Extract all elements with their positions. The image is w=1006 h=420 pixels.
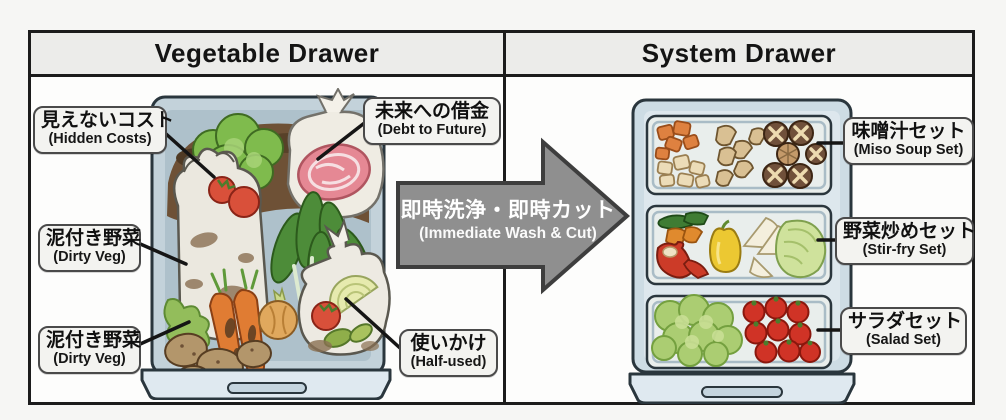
callout-jp-text: サラダセット bbox=[848, 311, 963, 332]
cherry-tomatoes bbox=[742, 296, 821, 364]
tomato bbox=[311, 301, 341, 331]
drawer-front bbox=[140, 368, 392, 400]
callout-en-text: (Debt to Future) bbox=[377, 121, 487, 138]
callout-jp-text: 味噌汁セット bbox=[851, 121, 966, 142]
stir-fry-tray-illustration bbox=[645, 204, 833, 286]
left-panel-title: Vegetable Drawer bbox=[154, 38, 380, 68]
shiitake-mushrooms bbox=[762, 120, 827, 189]
carrot-chunks bbox=[654, 120, 700, 161]
callout-jp-text: 見えないコスト bbox=[41, 110, 175, 131]
callout-half-used: 使いかけ (Half-used) bbox=[399, 329, 498, 377]
lettuce-leaves bbox=[651, 294, 743, 367]
arrow-label-en: (Immediate Wash & Cut) bbox=[419, 224, 597, 242]
callout-miso-soup-set: 味噌汁セット (Miso Soup Set) bbox=[843, 117, 974, 165]
callout-en-text: (Hidden Costs) bbox=[48, 130, 152, 147]
right-panel-header: System Drawer bbox=[503, 30, 975, 77]
callout-en-text: (Dirty Veg) bbox=[53, 248, 126, 265]
green-pepper bbox=[657, 211, 710, 230]
mushroom-slices bbox=[715, 124, 768, 187]
right-panel-title: System Drawer bbox=[641, 38, 837, 68]
callout-jp-text: 使いかけ bbox=[410, 333, 487, 354]
arrow-shape bbox=[396, 137, 631, 295]
transformation-arrow: 即時洗浄・即時カット (Immediate Wash & Cut) bbox=[394, 136, 634, 296]
yellow-pepper bbox=[709, 219, 742, 274]
red-pepper bbox=[656, 240, 710, 280]
callout-en-text: (Salad Set) bbox=[866, 331, 941, 348]
callout-jp-text: 未来への借金 bbox=[374, 101, 489, 122]
onion-illustration bbox=[258, 286, 298, 340]
callout-jp-text: 野菜炒めセット bbox=[843, 221, 977, 242]
tomato bbox=[228, 186, 260, 218]
callout-en-text: (Stir-fry Set) bbox=[862, 241, 947, 258]
drawer-handle bbox=[701, 386, 783, 398]
drawer-front bbox=[628, 372, 856, 404]
callout-salad-set: サラダセット (Salad Set) bbox=[840, 307, 967, 355]
cabbage-wedge bbox=[774, 219, 827, 279]
callout-en-text: (Half-used) bbox=[410, 353, 487, 370]
system-drawer-illustration bbox=[628, 98, 856, 404]
callout-hidden-costs: 見えないコスト (Hidden Costs) bbox=[33, 106, 175, 154]
callout-dirty-veg-1: 泥付き野菜 (Dirty Veg) bbox=[38, 224, 141, 272]
callout-jp-text: 泥付き野菜 bbox=[46, 228, 142, 249]
callout-en-text: (Miso Soup Set) bbox=[853, 141, 964, 158]
callout-dirty-veg-2: 泥付き野菜 (Dirty Veg) bbox=[38, 326, 141, 374]
drawer-handle bbox=[227, 382, 307, 394]
arrow-label: 即時洗浄・即時カット (Immediate Wash & Cut) bbox=[394, 136, 622, 298]
callout-stir-fry-set: 野菜炒めセット (Stir-fry Set) bbox=[835, 217, 977, 265]
tofu-cubes bbox=[656, 154, 711, 189]
callout-jp-text: 泥付き野菜 bbox=[46, 330, 142, 351]
vegetable-drawer-illustration bbox=[140, 88, 392, 400]
miso-soup-tray-illustration bbox=[645, 114, 833, 196]
left-panel-header: Vegetable Drawer bbox=[28, 30, 506, 77]
salad-tray-illustration bbox=[645, 294, 833, 370]
arrow-label-jp: 即時洗浄・即時カット bbox=[400, 198, 616, 222]
callout-en-text: (Dirty Veg) bbox=[53, 350, 126, 367]
